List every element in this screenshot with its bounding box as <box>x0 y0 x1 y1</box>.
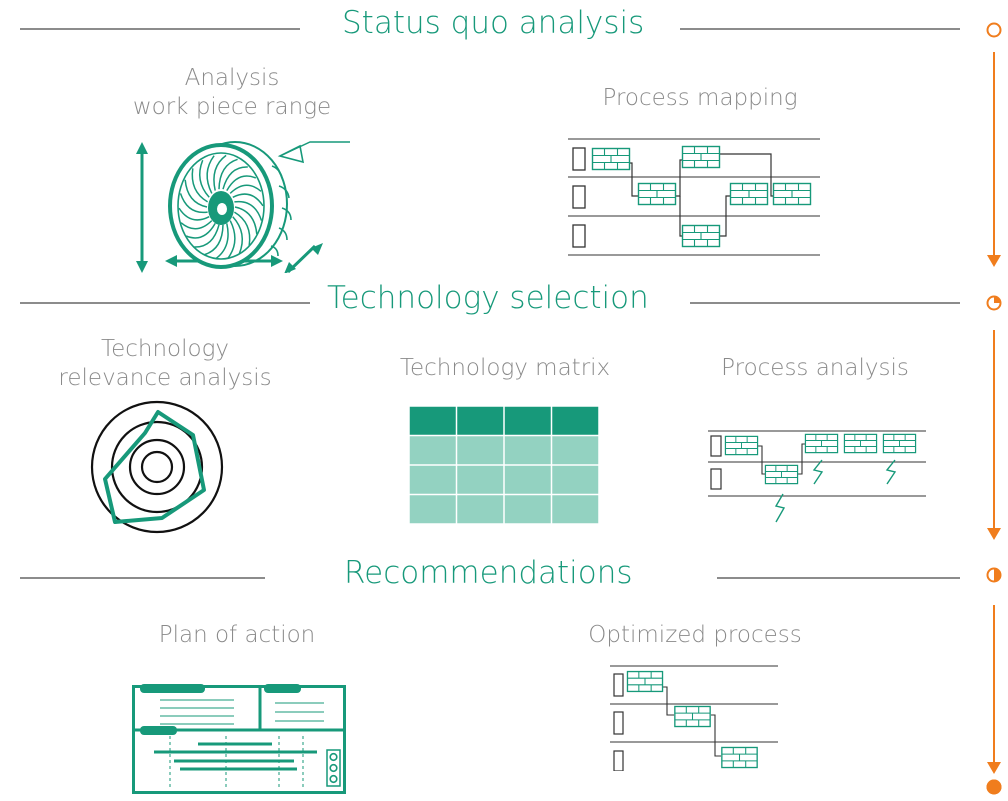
process-analysis-label: Process analysis <box>721 355 909 381</box>
process-mapping-label: Process mapping <box>602 85 798 111</box>
section-divider-left <box>20 302 310 304</box>
timeline-arrowhead <box>987 528 1001 540</box>
section-title-technology: Technology selection <box>327 280 649 316</box>
optimized-process-diagram <box>610 665 778 771</box>
workpiece-fan-illustration <box>136 141 350 273</box>
section-divider-right <box>680 28 960 30</box>
section-divider-right <box>717 577 960 579</box>
relevance-label-line1: Technology <box>100 336 230 362</box>
timeline-progress-marker <box>986 295 1002 311</box>
timeline-progress-marker <box>986 779 1002 795</box>
relevance-label-line2: relevance analysis <box>58 365 272 392</box>
analysis-label-line1: Analysis <box>184 65 280 91</box>
plan-of-action-illustration <box>132 684 346 794</box>
analysis-label-line2: work piece range <box>132 94 332 121</box>
analysis-label: Analysis work piece range <box>112 64 352 123</box>
section-divider-right <box>690 302 960 304</box>
plan-of-action-label: Plan of action <box>158 622 316 648</box>
timeline-arrowhead <box>987 762 1001 774</box>
process-analysis-diagram <box>708 430 926 523</box>
matrix-label: Technology matrix <box>399 355 611 381</box>
section-title-status-quo: Status quo analysis <box>342 5 645 41</box>
section-divider-left <box>20 577 265 579</box>
relevance-label: Technology relevance analysis <box>40 335 290 394</box>
technology-matrix-illustration <box>409 406 599 524</box>
timeline-progress-marker <box>986 567 1002 583</box>
relevance-radar-illustration <box>90 400 224 534</box>
optimized-process-label: Optimized process <box>588 622 802 648</box>
timeline-progress-marker <box>986 22 1002 38</box>
section-divider-left <box>20 28 300 30</box>
process-mapping-diagram <box>568 138 820 256</box>
timeline-arrowhead <box>987 255 1001 267</box>
section-title-recommendations: Recommendations <box>344 555 633 591</box>
